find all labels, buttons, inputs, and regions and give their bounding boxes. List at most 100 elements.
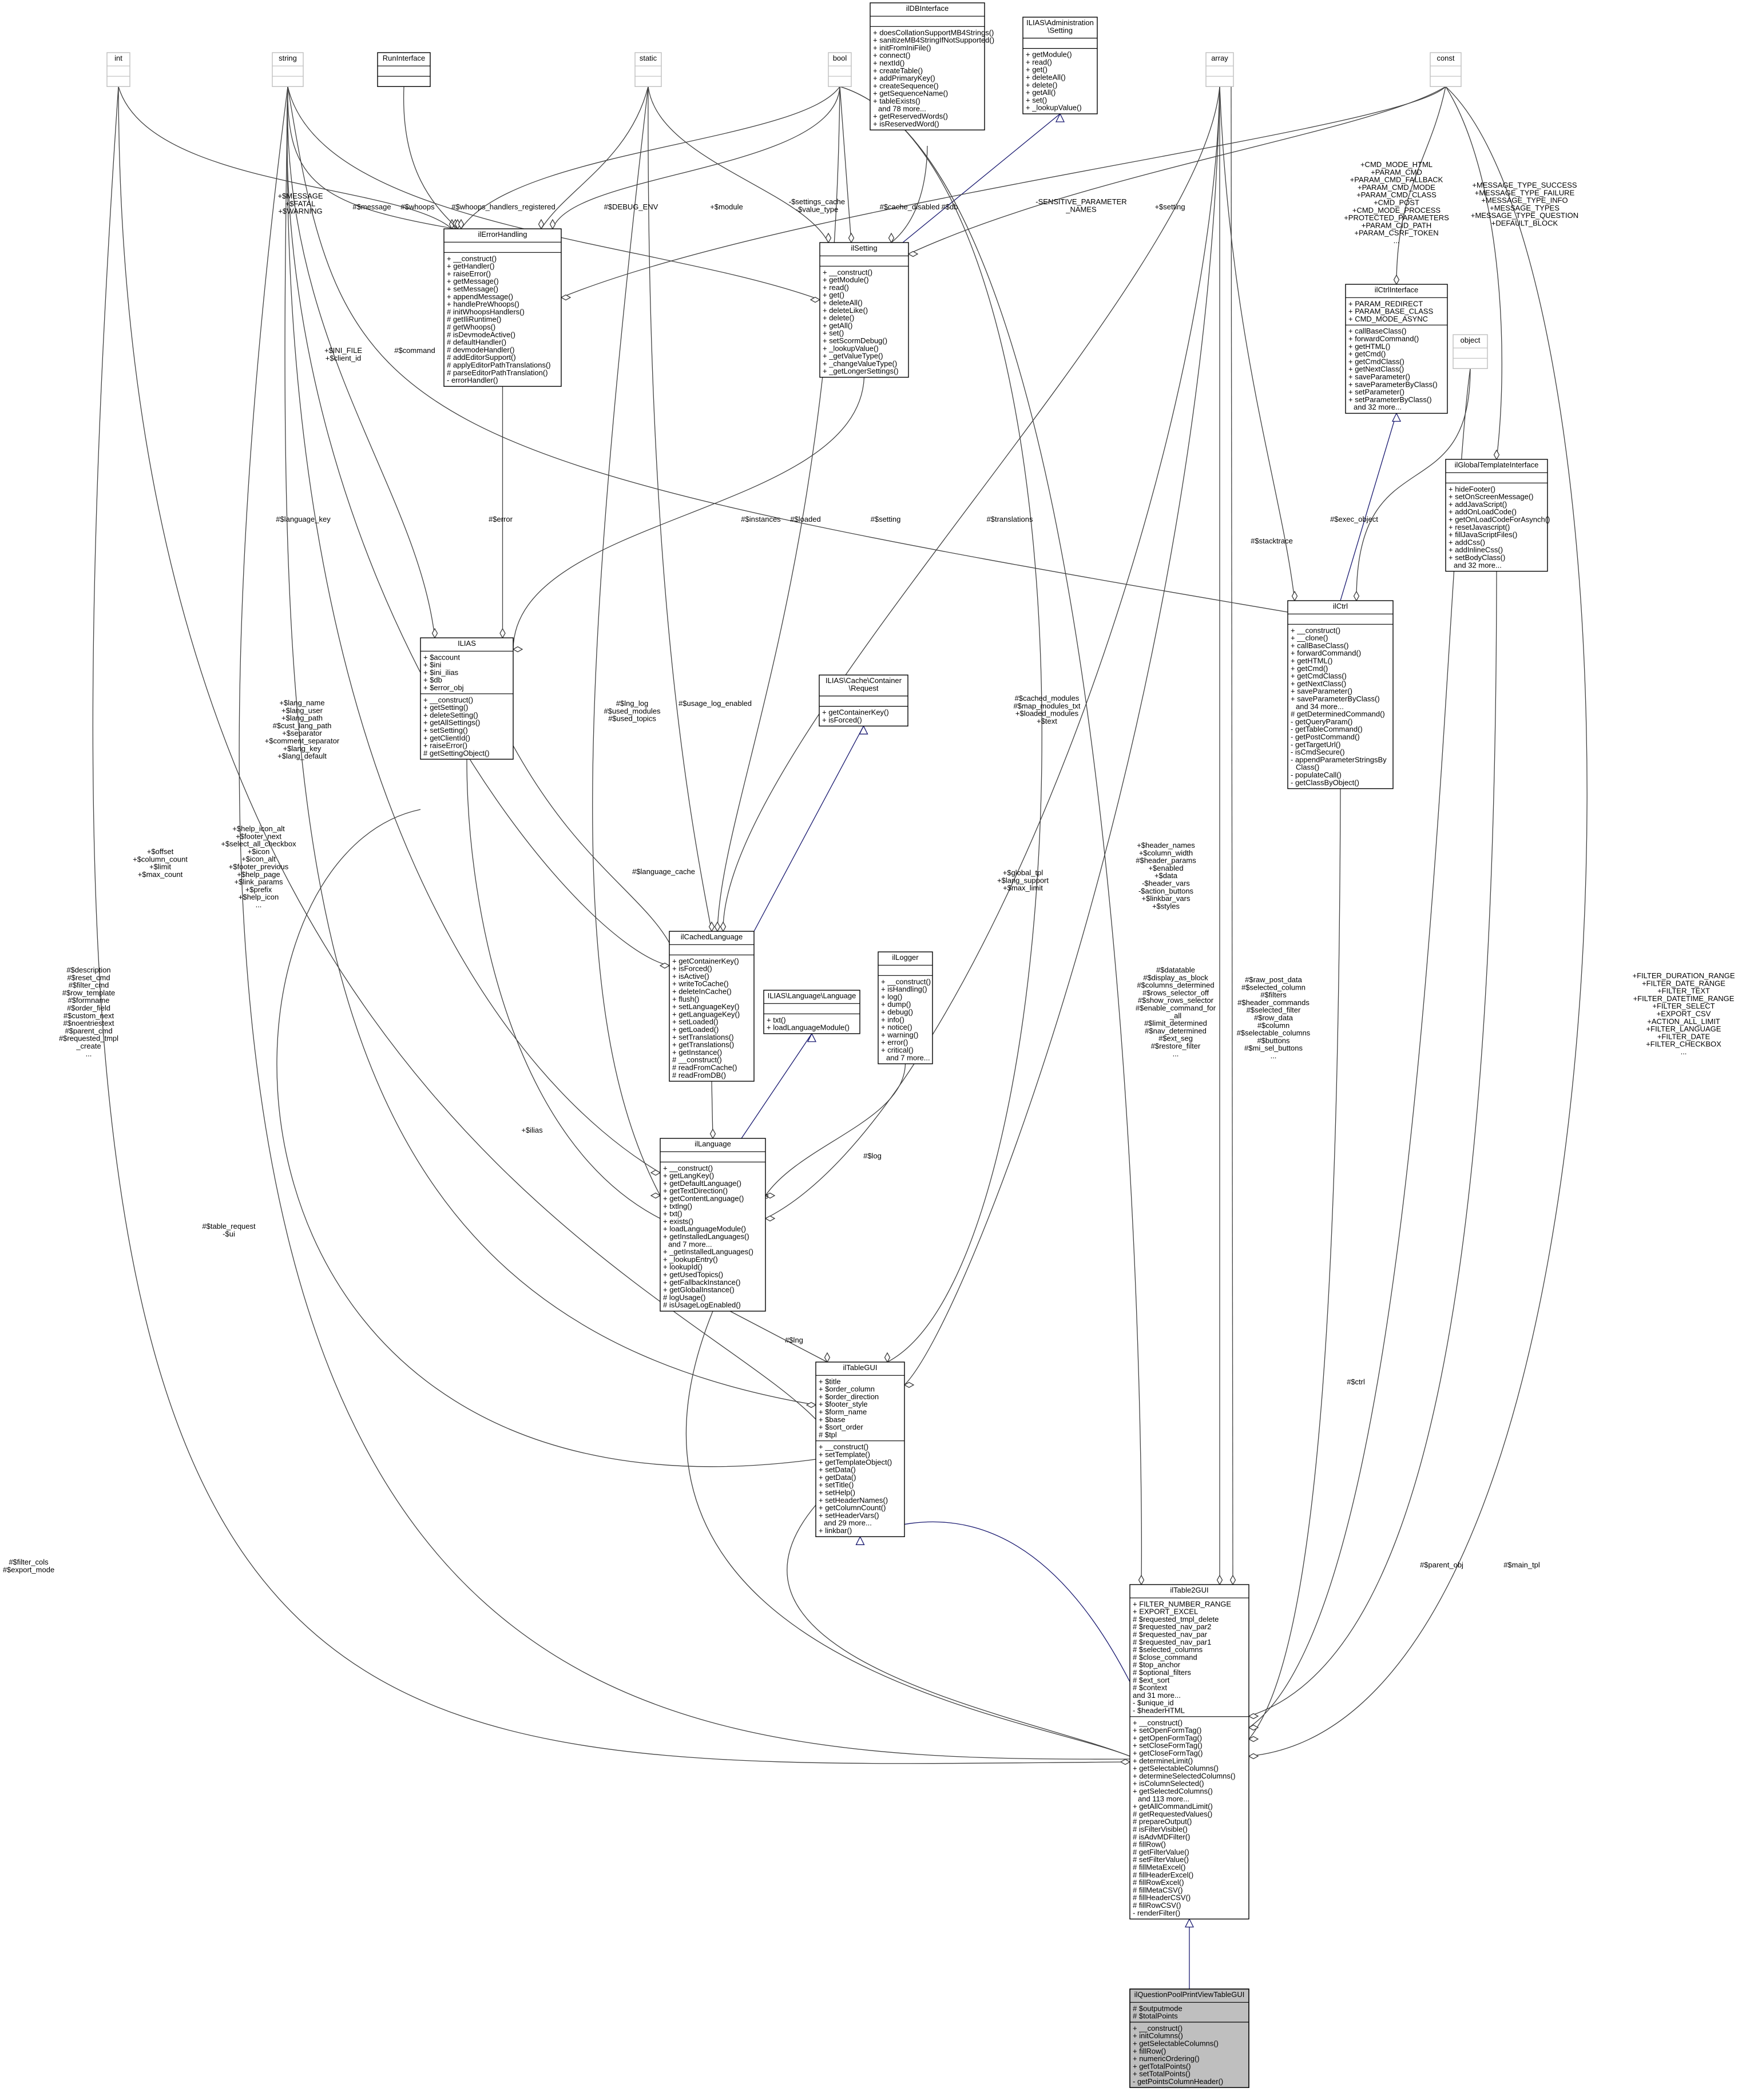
class-method: + debug()	[881, 1008, 913, 1017]
usage-edge	[648, 86, 829, 243]
class-name: ILIAS\Administration	[1026, 18, 1094, 27]
class-method: - getQueryParam()	[1291, 717, 1352, 726]
class-method: - errorHandler()	[447, 376, 498, 384]
class-array[interactable]: array	[1205, 52, 1234, 87]
class-attribute: + $base	[819, 1415, 846, 1424]
aggregation-marker	[888, 232, 895, 244]
aggregation-marker	[659, 962, 670, 969]
class-attribute: + $title	[819, 1377, 841, 1386]
class-bool[interactable]: bool	[828, 52, 852, 87]
edge-labels: +$MESSAGE+$FATAL+$WARNING#$message#$whoo…	[3, 160, 1735, 1574]
class-illanguage[interactable]: ilLanguage+ __construct()+ getLangKey()+…	[660, 1138, 766, 1312]
class-method: + getAllSettings()	[423, 718, 480, 727]
inheritance-marker	[1391, 412, 1402, 422]
aggregation-marker	[560, 294, 572, 301]
class-attribute: - $unique_id	[1133, 1698, 1174, 1707]
class-method: + getFallbackInstance()	[663, 1278, 740, 1287]
class-box	[815, 1361, 905, 1537]
edge-label-language-key: #$language_key	[276, 515, 331, 523]
class-const[interactable]: const	[1430, 52, 1462, 87]
class-name: \Request	[848, 684, 878, 692]
class-attribute: + $ini_ilias	[423, 668, 459, 677]
usage-edge	[239, 86, 1130, 1760]
class-ilctrl[interactable]: ilCtrl+ __construct()+ __clone()+ callBa…	[1287, 600, 1394, 789]
class-method: + connect()	[873, 51, 910, 59]
edge-label-stacktrace: #$stacktrace	[1251, 537, 1293, 545]
inheritance-edge	[741, 1033, 812, 1139]
class-method: + getCloseFormTag()	[1133, 1749, 1203, 1757]
edge-label-log: #$log	[863, 1152, 882, 1160]
usage-edge	[839, 86, 852, 243]
class-method: - populateCall()	[1291, 771, 1342, 779]
class-method: + getCmdClass()	[1348, 357, 1404, 366]
aggregation-marker	[708, 921, 715, 932]
class-runinterface[interactable]: RunInterface	[377, 52, 431, 87]
aggregation-marker	[549, 219, 556, 230]
class-attribute: # $tpl	[819, 1430, 837, 1439]
class-method: + getModule()	[1026, 50, 1072, 59]
class-method: + addCss()	[1449, 538, 1485, 546]
usage-edge	[552, 86, 840, 229]
class-method: # fillRowExcel()	[1133, 1878, 1184, 1887]
class-ilqpprint[interactable]: ilQuestionPoolPrintViewTableGUI# $output…	[1129, 1988, 1249, 2089]
class-cacherequest[interactable]: ILIAS\Cache\Container\Request+ getContai…	[819, 674, 908, 727]
class-iltable2gui[interactable]: ilTable2GUI+ FILTER_NUMBER_RANGE+ EXPORT…	[1129, 1584, 1249, 1920]
edge-label-db: #$db	[942, 203, 958, 211]
class-ilcachedlanguage[interactable]: ilCachedLanguage+ getContainerKey()+ isF…	[669, 931, 755, 1082]
class-method: + callBaseClass()	[1348, 327, 1407, 335]
class-iltablegui[interactable]: ilTableGUI+ $title+ $order_column+ $orde…	[815, 1361, 905, 1537]
class-adminsetting[interactable]: ILIAS\Administration\Setting+ getModule(…	[1022, 17, 1098, 114]
class-method: + getOpenFormTag()	[1133, 1733, 1202, 1742]
class-ilctrlinterface[interactable]: ilCtrlInterface+ PARAM_REDIRECT+ PARAM_B…	[1345, 284, 1448, 414]
class-method: + forwardCommand()	[1348, 335, 1419, 343]
class-method: + deleteAll()	[823, 299, 863, 307]
edge-label-ctrl: #$ctrl	[1347, 1377, 1365, 1386]
class-ilsetting[interactable]: ilSetting+ __construct()+ getModule()+ r…	[819, 242, 909, 378]
class-name: const	[1437, 54, 1454, 62]
class-attribute: # $close_command	[1133, 1653, 1197, 1661]
usage-edge	[466, 759, 661, 1219]
class-string[interactable]: string	[272, 52, 304, 87]
aggregation-marker	[848, 232, 855, 244]
class-method: - appendParameterStringsBy	[1291, 755, 1387, 764]
usage-edge	[904, 86, 1220, 1386]
class-box	[1345, 284, 1448, 414]
aggregation-marker	[825, 232, 832, 244]
class-object[interactable]: object	[1453, 334, 1488, 369]
class-method: + getCmdClass()	[1291, 672, 1347, 680]
class-method: and 113 more...	[1138, 1795, 1189, 1803]
class-ildbinterface[interactable]: ilDBInterface+ doesCollationSupportMB4St…	[870, 2, 994, 130]
class-attribute: + $order_column	[819, 1385, 875, 1394]
usage-edge	[287, 86, 661, 1173]
class-method: # devmodeHandler()	[447, 346, 515, 354]
edge-label-msg-levels: +$MESSAGE+$FATAL+$WARNING	[277, 192, 323, 216]
class-method: + setData()	[819, 1466, 856, 1474]
class-attribute: + FILTER_NUMBER_RANGE	[1133, 1599, 1231, 1608]
class-ilerrorhandling[interactable]: ilErrorHandling+ __construct()+ getHandl…	[443, 228, 562, 387]
edge-label-global-tpl: +$global_tpl+$lang_support+$max_limit	[997, 868, 1049, 892]
class-illogger[interactable]: ilLogger+ __construct()+ isHandling()+ l…	[878, 951, 933, 1065]
class-langlanguage[interactable]: ILIAS\Language\Language+ txt()+ loadLang…	[763, 990, 860, 1034]
class-method: + _getValueType()	[823, 352, 883, 360]
class-name: ilErrorHandling	[478, 230, 527, 239]
class-static[interactable]: static	[634, 52, 662, 87]
class-method: + getInstalledLanguages()	[663, 1232, 749, 1241]
edge-label-command: #$command	[394, 346, 435, 355]
class-method: + determineSelectedColumns()	[1133, 1772, 1236, 1780]
class-box	[106, 52, 130, 87]
usage-edge	[765, 86, 1220, 1219]
class-method: + getHTML()	[1348, 342, 1390, 351]
class-ilglobaltpl[interactable]: ilGlobalTemplateInterface+ hideFooter()+…	[1445, 459, 1550, 572]
class-ilias[interactable]: ILIAS+ $account+ $ini+ $ini_ilias+ $db+ …	[420, 637, 514, 760]
usage-edge	[839, 86, 1142, 1585]
class-method: # getRequestedValues()	[1133, 1809, 1212, 1818]
class-int[interactable]: int	[106, 52, 130, 87]
class-attribute: # $selected_columns	[1133, 1645, 1203, 1654]
class-attribute: and 31 more...	[1133, 1691, 1181, 1700]
usage-edge	[287, 86, 435, 638]
class-method: + tableExists()	[873, 97, 920, 105]
class-method: + getHTML()	[1291, 657, 1332, 665]
class-method: + __construct()	[1133, 2024, 1183, 2032]
class-attribute: # $requested_nav_par2	[1133, 1622, 1211, 1631]
edge-label-parent-obj: #$parent_obj	[1420, 1561, 1463, 1569]
